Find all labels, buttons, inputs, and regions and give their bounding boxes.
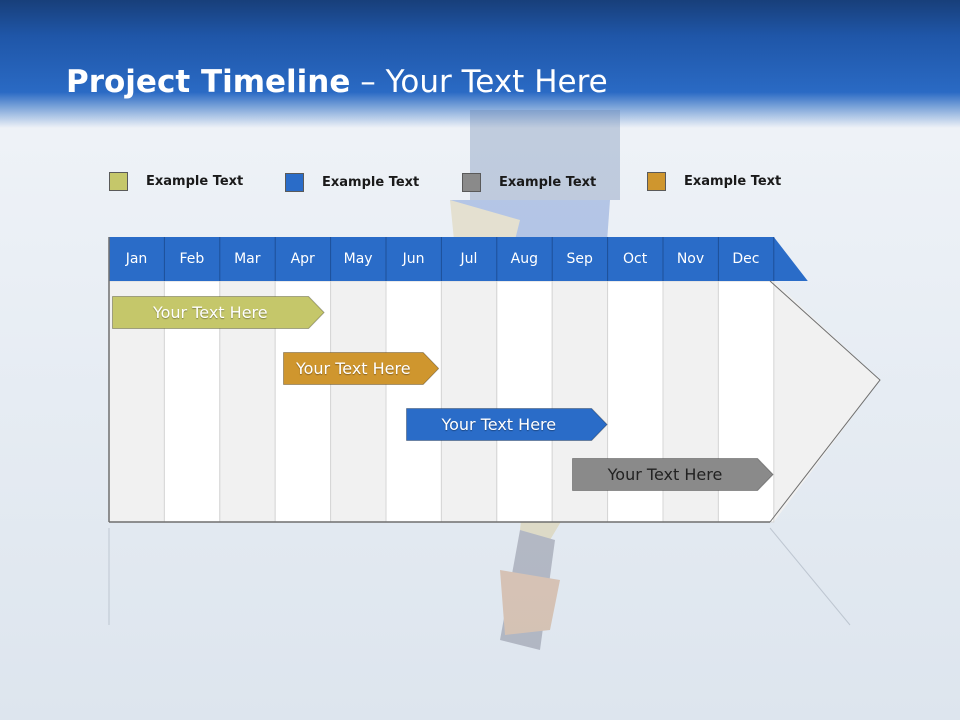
- month-column: [385, 280, 442, 523]
- month-label: Feb: [179, 251, 205, 267]
- month-label: Nov: [676, 251, 705, 267]
- title-main: Project Timeline: [66, 64, 351, 100]
- task-bar-shape: [406, 408, 608, 441]
- timeline-arrow-head: [773, 281, 880, 522]
- legend-label: Example Text: [146, 173, 244, 189]
- header-banner: [0, 0, 960, 128]
- month-label: Sep: [566, 251, 593, 267]
- task-bar: Your Text Here: [283, 352, 440, 385]
- timeline-reflection: [108, 527, 851, 626]
- month-column: [330, 280, 387, 523]
- month-header-band: [109, 237, 808, 281]
- month-label: May: [343, 251, 373, 267]
- legend-label: Example Text: [322, 174, 420, 190]
- task-bar-shape: [572, 458, 774, 491]
- legend-item: Example Text: [462, 172, 596, 192]
- legend-item: Example Text: [109, 171, 243, 191]
- task-bar-label: Your Text Here: [152, 303, 268, 322]
- task-bar-shape: [283, 352, 440, 385]
- title-separator: –: [350, 64, 386, 100]
- task-bar-shape: [112, 296, 325, 329]
- month-label: Jan: [125, 251, 148, 267]
- legend-label: Example Text: [684, 173, 782, 189]
- month-column: [440, 280, 498, 523]
- task-bar: Your Text Here: [572, 458, 774, 491]
- legend-swatch: [109, 171, 128, 191]
- task-bar-label: Your Text Here: [441, 415, 557, 434]
- timeline-arrow-outline: [109, 280, 881, 523]
- task-bar: Your Text Here: [112, 296, 325, 329]
- legend-item: Example Text: [647, 171, 781, 191]
- legend-item: Example Text: [285, 172, 419, 192]
- task-bar-label: Your Text Here: [295, 359, 411, 378]
- month-label: Jun: [402, 251, 425, 267]
- title-subtitle: Your Text Here: [385, 64, 608, 100]
- month-label: Aug: [510, 251, 538, 267]
- page-title: Project Timeline – Your Text Here: [66, 60, 608, 104]
- month-label: Jul: [460, 251, 478, 267]
- task-bar-label: Your Text Here: [607, 465, 723, 484]
- month-label: Mar: [234, 251, 261, 267]
- month-label: Oct: [622, 251, 648, 267]
- legend-swatch: [285, 172, 304, 192]
- legend-label: Example Text: [499, 174, 597, 190]
- month-label: Dec: [732, 251, 760, 267]
- month-label: Apr: [290, 251, 315, 267]
- legend-swatch: [462, 172, 481, 192]
- task-bar: Your Text Here: [406, 408, 608, 441]
- month-column: [496, 280, 553, 523]
- legend-swatch: [647, 171, 666, 191]
